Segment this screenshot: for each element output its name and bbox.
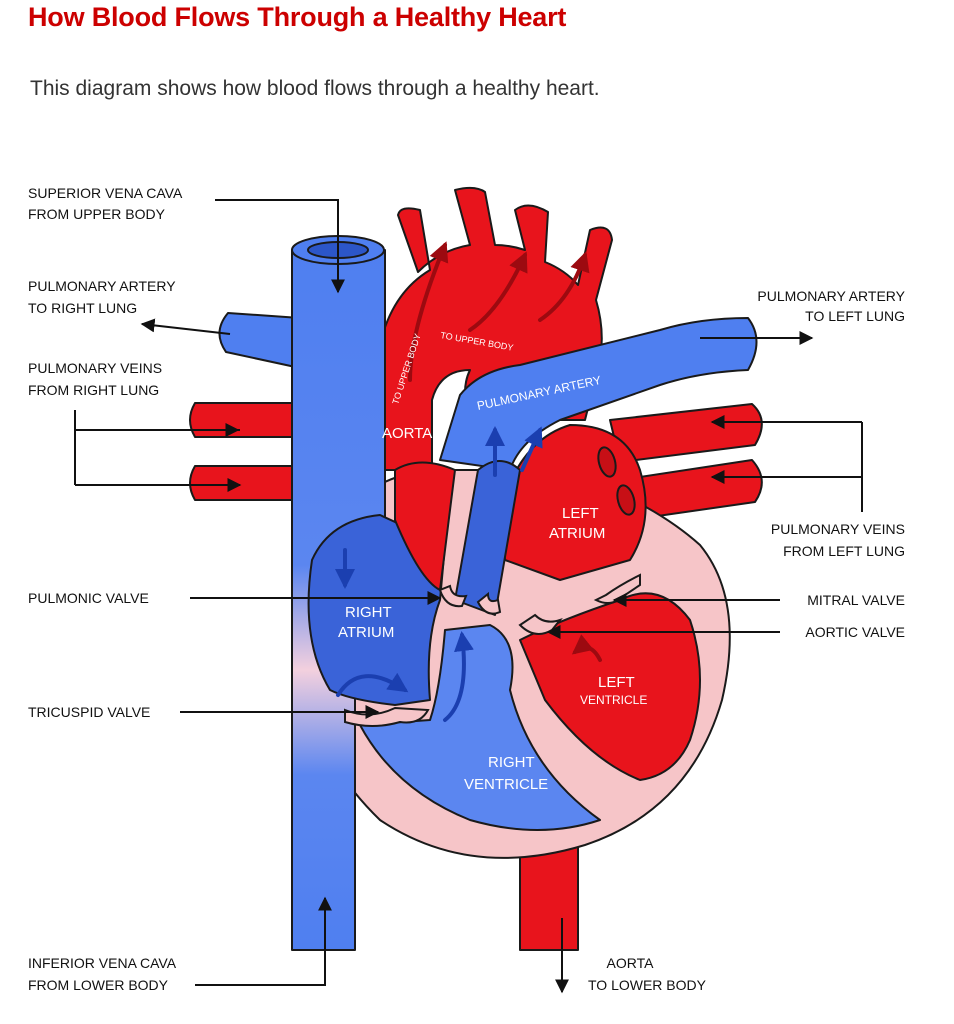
label-superior-vena-cava-2: FROM UPPER BODY — [28, 206, 166, 222]
page-subtitle: This diagram shows how blood flows throu… — [30, 77, 600, 100]
leader-pulmonary-artery-right — [140, 318, 231, 335]
leader-inferior-vena-cava — [195, 896, 332, 986]
label-pulmonic-valve: PULMONIC VALVE — [28, 590, 149, 606]
label-left-ventricle-1: LEFT — [598, 674, 635, 691]
label-superior-vena-cava-1: SUPERIOR VENA CAVA — [28, 185, 183, 201]
mitral-valve — [593, 573, 641, 605]
right-atrium — [307, 514, 446, 706]
label-pulmonary-veins-left-1: PULMONARY VEINS — [771, 521, 905, 537]
left-ventricle — [519, 592, 701, 781]
label-aorta-lower-2: TO LOWER BODY — [588, 977, 707, 993]
pulmonic-valve — [438, 584, 468, 608]
leader-superior-vena-cava — [215, 199, 345, 294]
pulmonary-trunk-inner — [454, 460, 521, 616]
pulmonary-artery — [439, 317, 758, 471]
label-mitral-valve: MITRAL VALVE — [807, 592, 905, 608]
label-pulmonary-veins-left-2: FROM LEFT LUNG — [783, 543, 905, 559]
label-left-atrium-2: ATRIUM — [549, 525, 605, 542]
label-aorta-lower-1: AORTA — [607, 955, 655, 971]
label-pulmonary-artery-right-1: PULMONARY ARTERY — [28, 278, 176, 294]
label-right-ventricle-1: RIGHT — [488, 754, 535, 771]
right-pulmonary-artery — [218, 312, 301, 369]
label-inferior-vena-cava-2: FROM LOWER BODY — [28, 977, 169, 993]
right-pulmonary-vein-upper — [189, 402, 301, 438]
label-left-atrium-1: LEFT — [562, 505, 599, 522]
label-aorta-inner: AORTA — [382, 425, 432, 442]
label-tricuspid-valve: TRICUSPID VALVE — [28, 704, 150, 720]
right-ventricle — [359, 624, 601, 831]
label-pulmonary-artery-right-2: TO RIGHT LUNG — [28, 300, 137, 316]
label-right-atrium-2: ATRIUM — [338, 624, 394, 641]
right-pulmonary-vein-lower — [189, 465, 301, 501]
label-inferior-vena-cava-1: INFERIOR VENA CAVA — [28, 955, 177, 971]
page-title: How Blood Flows Through a Healthy Heart — [28, 2, 567, 32]
pulmonary-vein-opening-2 — [616, 484, 636, 516]
label-aortic-valve: AORTIC VALVE — [805, 624, 905, 640]
label-pulmonary-artery-left-2: TO LEFT LUNG — [805, 308, 905, 324]
label-pulmonary-veins-right-1: PULMONARY VEINS — [28, 360, 162, 376]
pulmonary-vein-opening-1 — [597, 446, 617, 478]
label-right-atrium-1: RIGHT — [345, 604, 392, 621]
label-left-ventricle-2: VENTRICLE — [580, 693, 647, 707]
label-right-ventricle-2: VENTRICLE — [464, 776, 548, 793]
label-pulmonary-artery-left-1: PULMONARY ARTERY — [757, 288, 905, 304]
label-pulmonary-veins-right-2: FROM RIGHT LUNG — [28, 382, 159, 398]
